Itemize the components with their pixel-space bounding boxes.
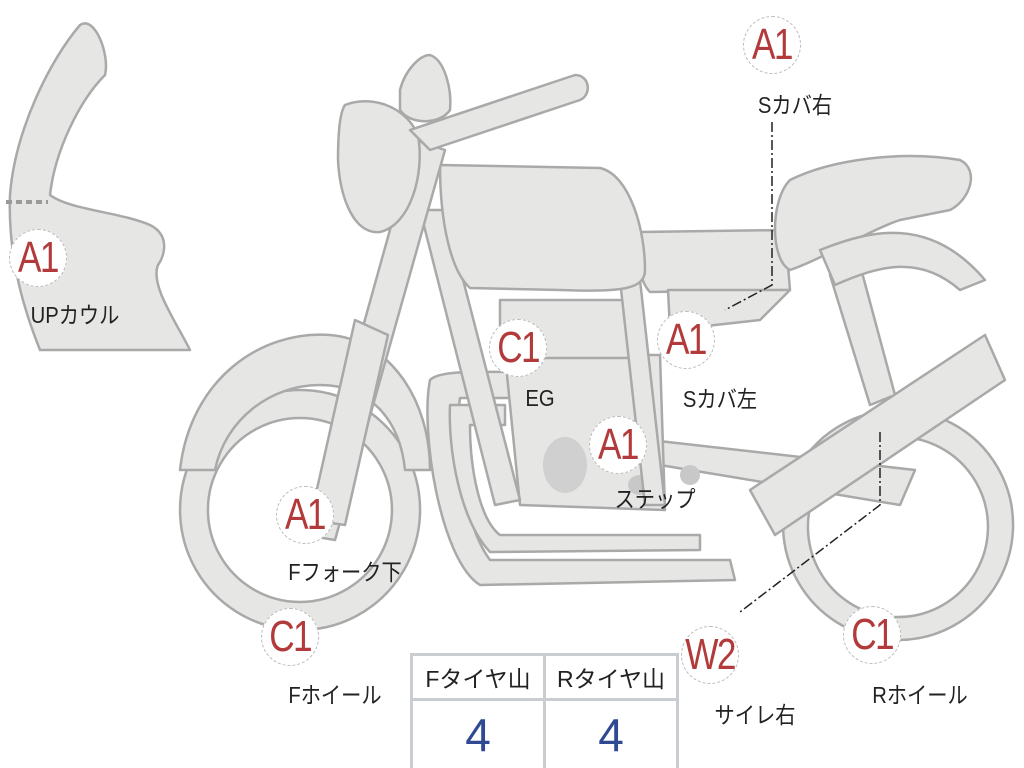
marker-badge-front-wheel: C1 [261,608,319,666]
marker-badge-s-cover-left: A1 [657,311,715,369]
marker-label-s-cover-left: Sカバ左 [682,386,758,412]
condition-code: A1 [666,315,707,364]
condition-code: A1 [752,20,793,69]
condition-code: C1 [851,610,894,659]
condition-code: C1 [497,323,540,372]
marker-label-silencer-right: サイレ右 [714,702,796,728]
marker-label-upper-cowl: UPカウル [30,302,120,328]
front-tire-value: 4 [410,698,546,768]
condition-code: A1 [18,233,59,282]
front-tire-header: Fタイヤ山 [410,653,546,701]
marker-label-s-cover-right: Sカバ右 [757,92,833,118]
marker-label-front-wheel: Fホイール [288,682,382,708]
marker-badge-rear-wheel: C1 [843,606,901,664]
leader-line-s-cover-right [724,122,773,311]
marker-label-engine: EG [525,385,555,411]
condition-code: W2 [685,630,736,679]
marker-badge-front-fork-lower: A1 [276,486,334,544]
handlebar-part [408,73,589,152]
marker-badge-engine: C1 [489,319,547,377]
condition-code: A1 [285,490,326,539]
marker-badge-silencer-right: W2 [681,626,739,684]
rear-frame-part [828,263,897,407]
tire-tread-table: Fタイヤ山 Rタイヤ山 4 4 [410,653,679,768]
marker-badge-s-cover-right: A1 [743,16,801,74]
rear-tire-header: Rタイヤ山 [543,653,679,701]
muffler-part [748,333,1007,537]
marker-badge-upper-cowl: A1 [9,229,67,287]
marker-badge-step: A1 [589,416,647,474]
leader-line-silencer-right [739,432,881,613]
condition-code: C1 [269,612,312,661]
condition-code: A1 [598,420,639,469]
marker-label-front-fork-lower: Fフォーク下 [288,559,402,585]
seat-part [773,154,972,272]
marker-label-step: ステップ [614,486,696,512]
fuel-tank-part [438,163,647,292]
marker-label-rear-wheel: Rホイール [872,682,968,708]
side-cover-part [636,228,792,294]
rear-tire-value: 4 [543,698,679,768]
